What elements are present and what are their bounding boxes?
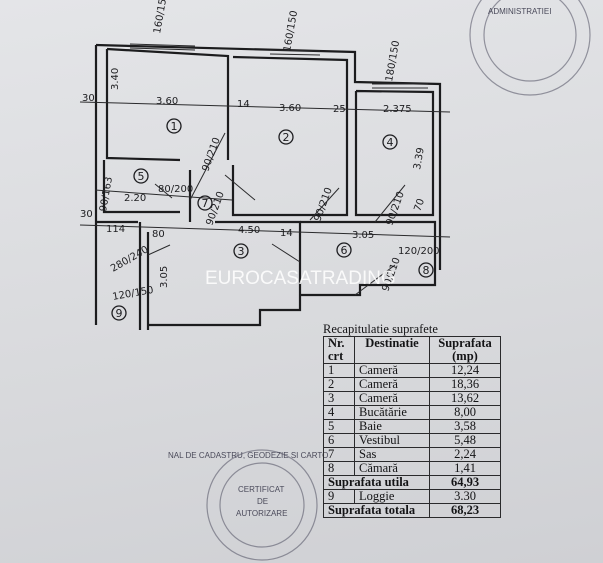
room-number: 6 [341, 244, 348, 257]
dimension: 3.39 [412, 147, 427, 171]
dimension: 2.375 [383, 104, 412, 115]
loggia-row: 9 Loggie 3.30 [323, 489, 501, 504]
row-nr: 6 [323, 433, 355, 448]
row-surface: 12,24 [429, 363, 501, 378]
dimension: 90/163 [98, 176, 115, 213]
dimension: 120/200 [398, 246, 440, 257]
dimension: 280/240 [109, 244, 150, 274]
row-destination: Loggie [354, 489, 430, 504]
room-number: 3 [238, 245, 245, 258]
row-destination: Cameră [354, 363, 430, 378]
stamp-text: CERTIFICAT [238, 485, 284, 494]
row-nr: 1 [323, 363, 355, 378]
surface-summary: Recapitulatie suprafete Nr. crt Destinat… [323, 322, 501, 518]
dimension: 90/210 [200, 136, 222, 173]
row-nr: 7 [323, 447, 355, 462]
row-surface: 13,62 [429, 391, 501, 406]
dimension: 90/210 [312, 186, 334, 223]
walls [79, 43, 451, 330]
room-number: 2 [283, 131, 290, 144]
row-surface: 18,36 [429, 377, 501, 392]
row-nr: 4 [323, 405, 355, 420]
dimension: 160/150 [152, 0, 170, 35]
dimension: 3.60 [279, 103, 301, 114]
row-destination: Cameră [354, 377, 430, 392]
header-nr: Nr. crt [323, 336, 355, 364]
room-number: 1 [171, 120, 178, 133]
header-destination: Destinatie [354, 336, 430, 364]
useful-label: Suprafata utila [323, 475, 430, 490]
dimension: 30 [80, 209, 93, 220]
useful-surface-row: Suprafata utila 64,93 [323, 475, 501, 490]
dimension: 114 [106, 224, 125, 235]
stamp-text: NAL DE CADASTRU, GEODEZIE SI CARTO [168, 451, 328, 460]
header-surface: Suprafata (mp) [429, 336, 501, 364]
dimension: 3.40 [110, 68, 121, 90]
row-surface: 3,58 [429, 419, 501, 434]
room-number: 9 [116, 307, 123, 320]
dimension: 3.05 [352, 230, 374, 241]
room-labels: 1 2 3 4 5 6 7 8 9 [111, 118, 434, 321]
row-destination: Sas [354, 447, 430, 462]
dimension: 4.50 [238, 225, 260, 236]
row-nr: 3 [323, 391, 355, 406]
stamp-top-right: ADMINISTRATIEI [469, 0, 591, 96]
dimension: 3.60 [156, 96, 178, 107]
dimension: 70 [412, 197, 427, 213]
row-surface: 1,41 [429, 461, 501, 476]
dimension: 180/150 [384, 40, 402, 83]
dimension: 25 [333, 104, 346, 115]
row-nr: 9 [323, 489, 355, 504]
row-surface: 3.30 [429, 489, 501, 504]
row-surface: 5,48 [429, 433, 501, 448]
dimension: 14 [280, 228, 293, 239]
row-destination: Baie [354, 419, 430, 434]
stamp-text: ADMINISTRATIEI [488, 7, 551, 16]
room-number: 8 [423, 264, 430, 277]
dimension: 80/200 [158, 184, 193, 195]
dimension: 80 [152, 229, 165, 240]
table-caption: Recapitulatie suprafete [323, 322, 438, 336]
row-destination: Vestibul [354, 433, 430, 448]
row-surface: 2,24 [429, 447, 501, 462]
room-number: 4 [387, 136, 394, 149]
row-destination: Cameră [354, 391, 430, 406]
stamp-text: AUTORIZARE [236, 509, 287, 518]
dimension: 160/150 [282, 10, 300, 53]
row-destination: Cămară [354, 461, 430, 476]
row-nr: 5 [323, 419, 355, 434]
stamp-text: DE [257, 497, 268, 506]
room-number: 7 [202, 197, 209, 210]
room-number: 5 [138, 170, 145, 183]
total-label: Suprafata totala [323, 503, 430, 518]
stamp-bottom: NAL DE CADASTRU, GEODEZIE SI CARTO CERTI… [168, 449, 328, 561]
total-surface-row: Suprafata totala 68,23 [323, 503, 501, 518]
dimension: 30 [82, 93, 95, 104]
total-value: 68,23 [429, 503, 501, 518]
table-header: Nr. crt Destinatie Suprafata (mp) [323, 336, 501, 364]
dimension: 14 [237, 99, 250, 110]
row-surface: 8,00 [429, 405, 501, 420]
useful-value: 64,93 [429, 475, 501, 490]
row-nr: 2 [323, 377, 355, 392]
watermark: EUROCASATRADING [205, 268, 396, 289]
dimension: 2.20 [124, 193, 146, 204]
dimension: 3.05 [159, 266, 170, 288]
row-nr: 8 [323, 461, 355, 476]
row-destination: Bucătărie [354, 405, 430, 420]
